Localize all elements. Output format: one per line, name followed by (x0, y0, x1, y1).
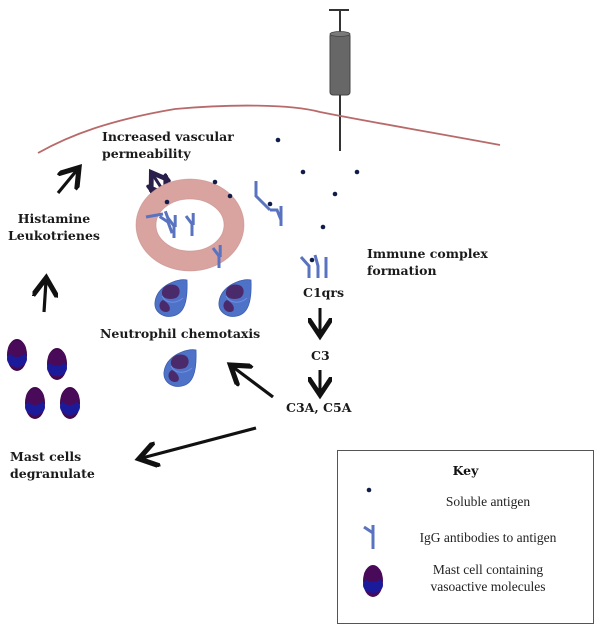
label-line: Leukotrienes (8, 228, 100, 243)
label-line: formation (367, 263, 437, 278)
label-line: vasoactive molecules (430, 579, 546, 594)
label-line: permeability (102, 146, 191, 161)
arrow-to-skin (56, 170, 77, 195)
neutrophil-1 (154, 279, 188, 317)
soluble-antigen-icon (366, 487, 372, 493)
mast-cell-4 (60, 387, 80, 419)
key-item-mast-cell: Mast cell containing vasoactive molecule… (393, 561, 583, 595)
label-line: Immune complex (367, 246, 488, 261)
key-item-igg-antibodies: IgG antibodies to antigen (419, 530, 557, 545)
label-histamine-leukotrienes: Histamine Leukotrienes (8, 210, 100, 244)
key-item-soluble-antigen: Soluble antigen (445, 494, 531, 509)
mast-cell-2 (47, 348, 67, 380)
label-line: Increased vascular (102, 129, 234, 144)
label-immune-complex-formation: Immune complex formation (367, 245, 488, 279)
neutrophil-2 (218, 279, 252, 317)
antibodies-in-vessel (145, 209, 222, 270)
label-c3: C3 (311, 348, 330, 363)
label-neutrophil-chemotaxis: Neutrophil chemotaxis (100, 326, 261, 341)
skin-surface-curve (37, 104, 501, 154)
label-line: Mast cells (10, 449, 82, 464)
label-line: degranulate (10, 466, 95, 481)
mast-cell-1 (7, 339, 27, 371)
arrow-to-mast-degranulate (142, 426, 257, 458)
label-increased-vascular-permeability: Increased vascular permeability (102, 128, 234, 162)
syringe-icon (329, 9, 351, 151)
neutrophil-3 (163, 349, 197, 387)
antibody-chain (254, 181, 283, 226)
soluble-antigens (164, 137, 360, 263)
label-line: Mast cell containing (432, 562, 544, 577)
arrow-to-neutrophil (233, 367, 274, 399)
label-c1qrs: C1qrs (303, 285, 345, 300)
key-legend: Key Soluble antigen IgG antibodies to an… (337, 450, 594, 624)
label-mast-cells-degranulate: Mast cells degranulate (10, 448, 95, 482)
label-c3a-c5a: C3A, C5A (286, 400, 352, 415)
arrow-mast-to-histamine (44, 281, 46, 313)
key-title: Key (452, 463, 479, 478)
immune-complex (299, 254, 328, 278)
blood-vessel (135, 178, 245, 272)
igg-antibody-icon (363, 525, 375, 549)
mast-cell-3 (25, 387, 45, 419)
mast-cell-icon (363, 565, 383, 597)
label-line: Histamine (17, 211, 91, 226)
